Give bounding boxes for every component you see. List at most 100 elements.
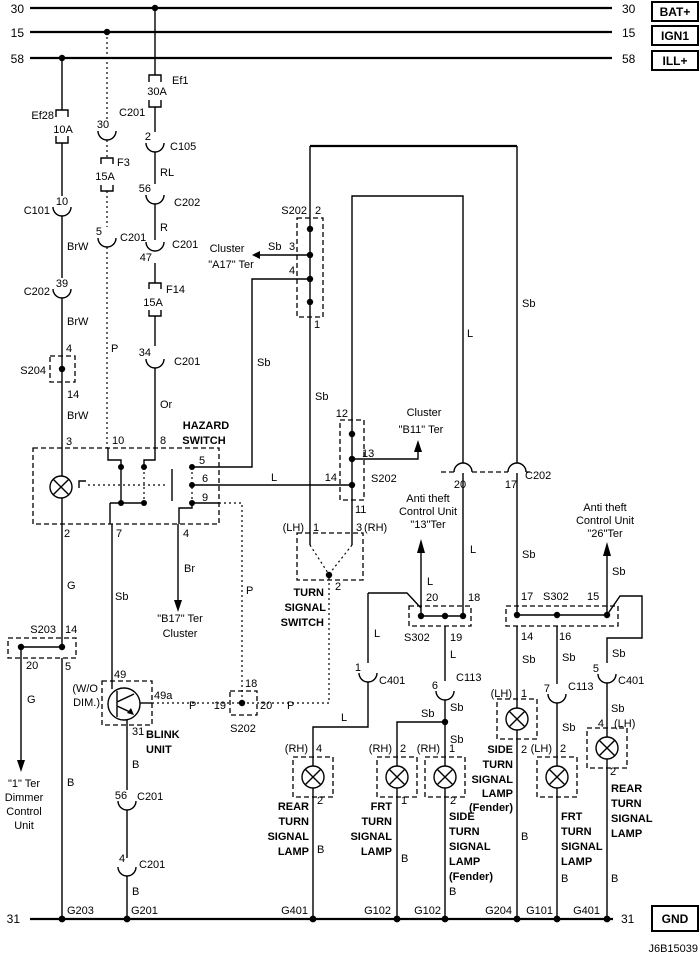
lamp-name-frt-rh: FRT bbox=[371, 801, 393, 813]
variant-note: (W/O bbox=[72, 683, 98, 695]
wirecolor: Sb bbox=[115, 591, 128, 603]
ref-antitheft-26: Anti theft bbox=[583, 502, 626, 514]
wirecolor: G bbox=[67, 580, 76, 592]
pin: 11 bbox=[355, 504, 366, 516]
pin: 1 bbox=[313, 522, 319, 534]
wirecolor: B bbox=[132, 759, 139, 771]
ground-g101: G101 bbox=[526, 905, 553, 917]
ref-antitheft-13: "13"Ter bbox=[410, 519, 446, 531]
term-ill: ILL+ bbox=[662, 54, 687, 68]
pin: 30 bbox=[97, 119, 109, 131]
hazard-switch-name: HAZARD bbox=[183, 420, 229, 432]
pin: 2 bbox=[335, 581, 341, 593]
wirecolor: Br bbox=[184, 563, 195, 575]
conn-c202: C202 bbox=[174, 197, 200, 209]
lamp-name-rear-rh: SIGNAL bbox=[267, 831, 309, 843]
wirecolor: B bbox=[67, 777, 74, 789]
pin: 19 bbox=[214, 700, 226, 712]
connector-c113-icon bbox=[547, 693, 567, 704]
conn-c201: C201 bbox=[139, 859, 165, 871]
lamp-name-frt-lh: LAMP bbox=[561, 856, 592, 868]
fuse-ef1-icon bbox=[148, 100, 162, 108]
splice-s204: S204 bbox=[20, 365, 46, 377]
ref-cluster-b11: "B11" Ter bbox=[399, 424, 444, 436]
connector-c202-icon bbox=[52, 288, 72, 299]
lamp-name-frt-rh: SIGNAL bbox=[350, 831, 392, 843]
pin: 2 bbox=[315, 205, 321, 217]
ref-cluster-a17: "A17" Ter bbox=[208, 259, 254, 271]
ground-g201: G201 bbox=[131, 905, 158, 917]
ref-dimmer: Unit bbox=[14, 820, 34, 832]
pin: 14 bbox=[65, 624, 77, 636]
pin: 56 bbox=[115, 790, 127, 802]
ref-antitheft-26: Control Unit bbox=[576, 515, 634, 527]
rail15-left: 15 bbox=[11, 26, 25, 40]
wirecolor: L bbox=[271, 472, 277, 484]
lamp-name-frt-lh: TURN bbox=[561, 826, 592, 838]
splice-s202: S202 bbox=[281, 205, 307, 217]
connector-c105-icon bbox=[145, 142, 165, 153]
splice-s203: S203 bbox=[30, 624, 56, 636]
pin: 4 bbox=[183, 528, 189, 540]
wirecolor: L bbox=[427, 576, 433, 588]
splice-s302-right-box bbox=[505, 605, 619, 627]
pin: 10 bbox=[112, 435, 124, 447]
fuse-ef28-icon bbox=[55, 136, 69, 144]
pin: 3 bbox=[66, 436, 72, 448]
pin: 7 bbox=[544, 683, 550, 695]
connector-c201-icon bbox=[117, 866, 137, 877]
conn-c113: C113 bbox=[456, 672, 481, 684]
pin: 17 bbox=[521, 591, 533, 603]
conn-c401: C401 bbox=[618, 675, 644, 687]
lamp-name-rear-rh: TURN bbox=[278, 816, 309, 828]
pin: 18 bbox=[245, 678, 257, 690]
lamp-box-frt-rh bbox=[376, 756, 418, 798]
connector-c401-icon bbox=[597, 673, 617, 684]
arrow-to-antitheft-13 bbox=[417, 539, 425, 553]
pin: 5 bbox=[65, 661, 71, 673]
hazard-switch-box bbox=[32, 447, 220, 525]
lamp-name-rear-lh: TURN bbox=[611, 798, 642, 810]
hazard-illumination-lamp-icon bbox=[49, 475, 73, 499]
pin: 20 bbox=[260, 700, 272, 712]
wirecolor: L bbox=[467, 328, 473, 340]
connector-c202-icon bbox=[145, 194, 165, 205]
connector-c201-icon bbox=[117, 800, 137, 811]
ground-g102: G102 bbox=[414, 905, 441, 917]
wirecolor: Sb bbox=[522, 298, 535, 310]
ref-cluster-b17: Cluster bbox=[163, 628, 198, 640]
rail31-left: 31 bbox=[7, 912, 21, 926]
rail15-right: 15 bbox=[622, 26, 636, 40]
arrow-to-cluster-b17 bbox=[174, 600, 182, 612]
diagram-labels: 301558301558BAT+IGN1ILL+Ef2810AC10110BrW… bbox=[5, 2, 698, 955]
splice-s204-box bbox=[49, 355, 76, 383]
connector-c201-icon bbox=[145, 358, 165, 369]
splice-s202-top-box bbox=[296, 217, 324, 318]
conn-c201: C201 bbox=[172, 239, 198, 251]
wirecolor: B bbox=[449, 886, 456, 898]
pin: 2 bbox=[521, 744, 527, 756]
lamp-name-frt-lh: SIGNAL bbox=[561, 841, 603, 853]
term-ign1: IGN1 bbox=[661, 29, 689, 43]
conn-c202: C202 bbox=[525, 470, 551, 482]
pin: 12 bbox=[336, 408, 348, 420]
wirecolor: L bbox=[341, 712, 347, 724]
pin: 20 bbox=[26, 660, 38, 672]
pin: 4 bbox=[66, 343, 72, 355]
lamp-name-side-rh: LAMP bbox=[449, 856, 480, 868]
wirecolor: Sb bbox=[522, 549, 535, 561]
wirecolor: Sb bbox=[315, 391, 328, 403]
wirecolor: BrW bbox=[67, 316, 89, 328]
conn-c101: C101 bbox=[24, 205, 50, 217]
rail30-left: 30 bbox=[11, 2, 25, 16]
fuse-ef28-amp: 10A bbox=[53, 124, 73, 136]
fuse-f14: F14 bbox=[166, 284, 185, 296]
lamp-name-side-rh: (Fender) bbox=[449, 871, 493, 883]
splice-s202-mid-box bbox=[339, 419, 365, 501]
blink-unit-box bbox=[101, 680, 153, 726]
wires bbox=[20, 8, 643, 919]
pin: 18 bbox=[468, 592, 480, 604]
blink-unit-name: BLINK bbox=[146, 729, 180, 741]
pin: 16 bbox=[559, 631, 571, 643]
